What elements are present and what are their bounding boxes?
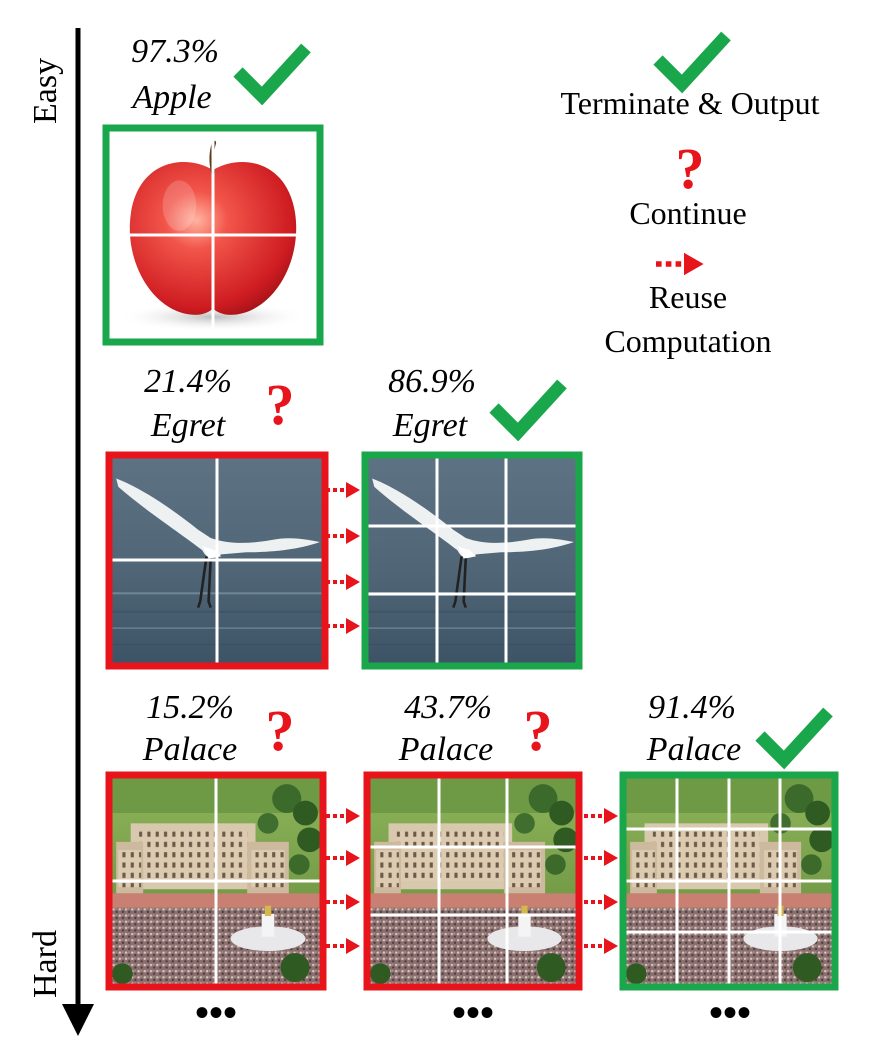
row-hard: 15.2% Palace ? 43.7% Palace ? [105,689,839,1035]
legend-question-icon: ? [676,136,705,201]
class-label: Palace [142,731,237,768]
class-label: Palace [646,731,741,768]
confidence-label: 21.4% [144,363,232,400]
class-label: Egret [150,407,227,444]
legend: Terminate & Output ? Continue Reuse Comp… [560,36,820,359]
continue-frame [363,771,583,991]
class-label: Palace [398,731,493,768]
confidence-label: 91.4% [648,689,736,726]
class-label: Apple [130,79,211,116]
reuse-arrow-icon [324,526,362,546]
stage-box [363,771,583,991]
reuse-arrow-icon [324,892,362,912]
reuse-arrow-icon [324,848,362,868]
reuse-arrow-icon [324,806,362,826]
row-medium: 21.4% Egret ? 86.9% Egret [105,363,583,670]
continue-question-icon: ? [524,698,553,763]
legend-reuse-label-line2: Computation [604,323,771,359]
reuse-arrow-icon [324,616,362,636]
terminate-check-icon [494,384,562,432]
reuse-arrow-icon [324,572,362,592]
ellipsis: ••• [195,990,237,1035]
axis-arrowhead [62,1004,94,1036]
confidence-label: 43.7% [404,689,492,726]
axis-label-easy: Easy [27,58,64,124]
stage-box [102,124,324,346]
stage-box [361,451,583,670]
stage-box [105,771,327,991]
stage-box [619,771,839,991]
axis-label-hard: Hard [27,930,64,998]
reuse-arrows [582,806,620,956]
terminate-frame [361,451,583,670]
reuse-arrow-icon [582,936,620,956]
stage-box [105,451,329,670]
continue-question-icon: ? [266,372,295,437]
terminate-check-icon [760,712,828,760]
reuse-arrow-icon [324,936,362,956]
ellipsis: ••• [452,990,494,1035]
terminate-frame [102,124,324,346]
confidence-label: 86.9% [388,363,476,400]
class-label: Egret [392,407,469,444]
legend-reuse-arrow-icon [656,253,704,275]
terminate-check-icon [238,48,306,96]
legend-terminate-label: Terminate & Output [560,85,819,121]
continue-frame [105,451,329,670]
reuse-arrow-icon [582,806,620,826]
reuse-arrows [324,806,362,956]
legend-check-icon [658,36,726,84]
continue-frame [105,771,327,991]
row-easy: 97.3% Apple [102,33,324,346]
reuse-arrow-icon [582,892,620,912]
reuse-arrow-icon [324,480,362,500]
continue-question-icon: ? [266,698,295,763]
reuse-arrows [324,480,362,636]
ellipsis: ••• [709,990,751,1035]
terminate-frame [619,771,839,991]
reuse-arrow-icon [582,848,620,868]
confidence-label: 15.2% [146,689,234,726]
legend-continue-label: Continue [629,195,746,231]
legend-reuse-label-line1: Reuse [649,279,727,315]
difficulty-axis: Easy Hard [27,28,94,1036]
confidence-label: 97.3% [131,33,219,70]
